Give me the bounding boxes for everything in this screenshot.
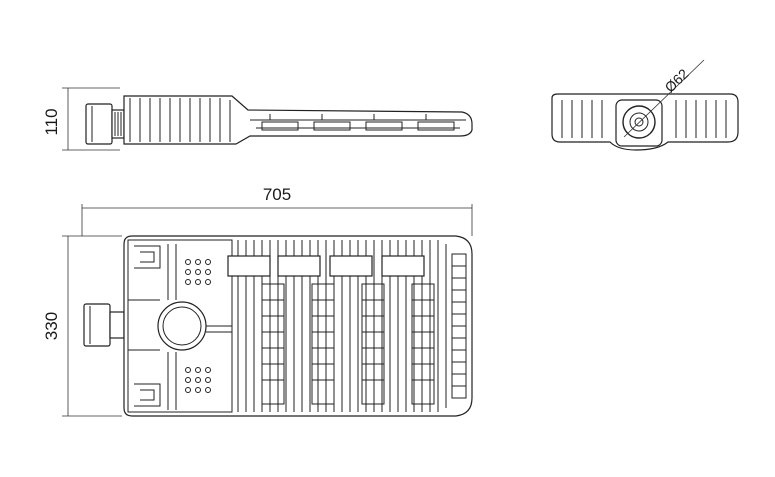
side-height-label: 110 — [42, 108, 61, 135]
end-grille — [451, 253, 467, 399]
led-module-4 — [381, 255, 435, 405]
led-module-3 — [329, 255, 385, 405]
side-fins — [129, 98, 231, 142]
front-fins — [561, 100, 727, 138]
top-housing — [123, 235, 473, 417]
top-width-dimension: 330 — [42, 235, 122, 417]
top-length-label: 705 — [263, 185, 291, 204]
led-module-2 — [277, 255, 335, 405]
side-led-section — [250, 114, 466, 131]
side-height-dimension: 110 — [42, 87, 120, 151]
central-hub — [157, 301, 207, 351]
top-view: 705 330 — [42, 185, 473, 417]
led-module-1 — [227, 255, 285, 405]
front-view: Ø62 — [551, 59, 739, 151]
top-adapter-collar — [109, 311, 125, 339]
top-width-label: 330 — [42, 312, 61, 340]
driver-compartment — [127, 239, 233, 413]
side-pole-adapter — [85, 103, 113, 145]
top-pole-adapter — [83, 303, 111, 347]
side-view: 110 — [42, 87, 473, 151]
top-length-dimension: 705 — [81, 185, 473, 236]
pole-diameter-label: Ø62 — [661, 65, 691, 95]
front-pole-ring — [622, 105, 656, 139]
